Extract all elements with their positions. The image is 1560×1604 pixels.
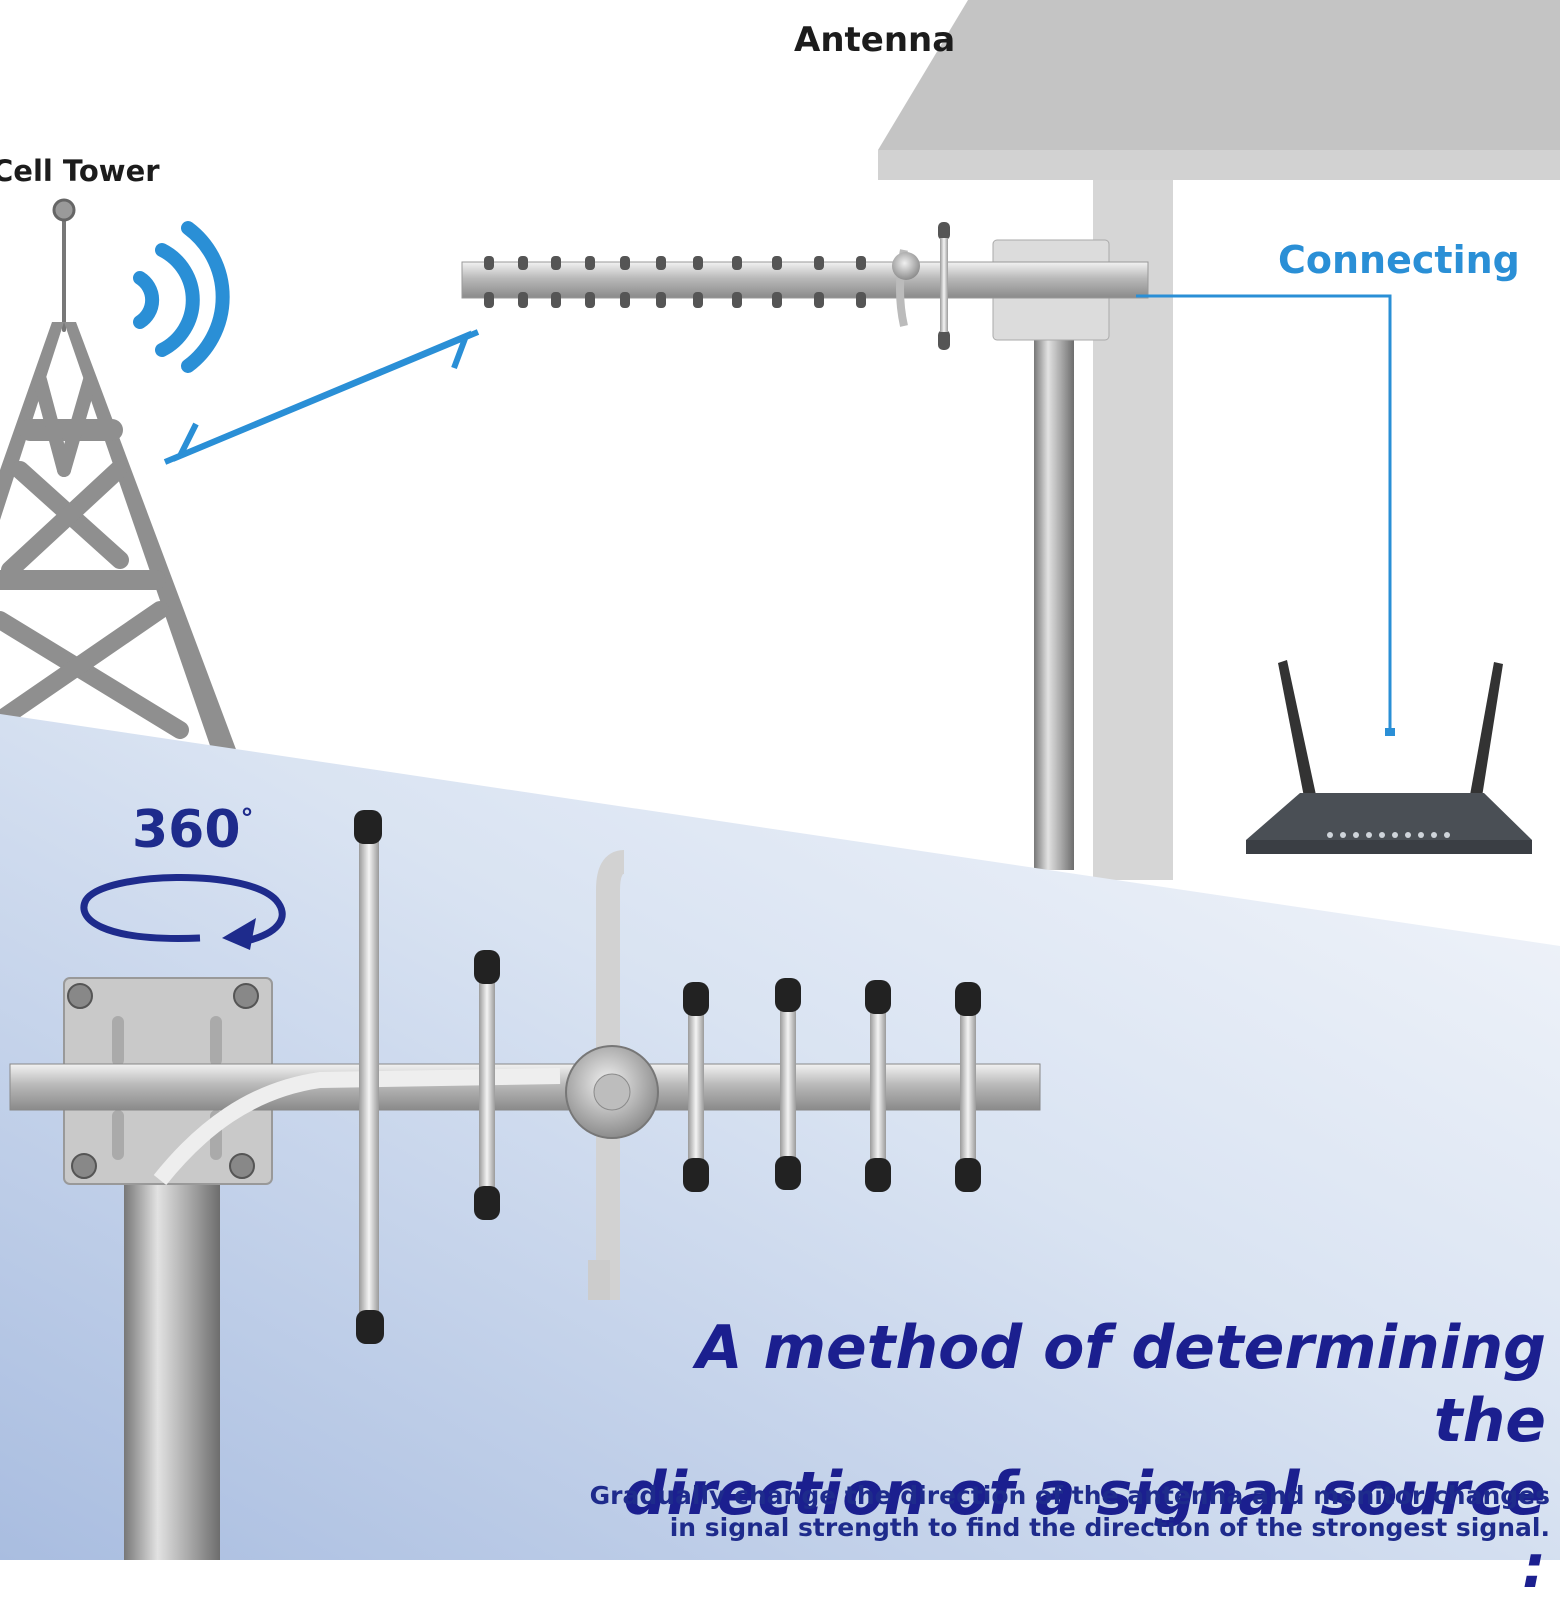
connecting-line — [1136, 294, 1392, 734]
description-line-1: Gradually change the direction of the an… — [589, 1481, 1550, 1510]
bidirectional-arrow-icon — [163, 329, 480, 465]
cell-tower-label: Cell Tower — [0, 154, 160, 188]
description-line-2: in signal strength to find the direction… — [669, 1513, 1550, 1542]
cell-tower — [0, 198, 240, 760]
headline: A method of determining the direction of… — [586, 1312, 1546, 1604]
antenna-label: Antenna — [794, 20, 956, 60]
description: Gradually change the direction of the an… — [550, 1480, 1550, 1544]
illustration-scene — [0, 0, 1560, 1560]
signal-waves-icon — [133, 221, 230, 373]
rotation-value: 360 — [132, 800, 241, 860]
top-yagi-antenna — [461, 222, 1149, 870]
degree-symbol: ° — [240, 804, 254, 834]
rotation-degree-label: 360° — [132, 800, 254, 860]
headline-line-2: direction of a signal source : — [623, 1459, 1546, 1602]
headline-line-1: A method of determining the — [696, 1313, 1546, 1456]
router-icon — [1246, 660, 1532, 854]
closeup-yagi-antenna — [9, 810, 1041, 1560]
connecting-label: Connecting — [1278, 238, 1520, 282]
rotation-arrow-icon — [80, 874, 286, 950]
building — [878, 0, 1560, 880]
